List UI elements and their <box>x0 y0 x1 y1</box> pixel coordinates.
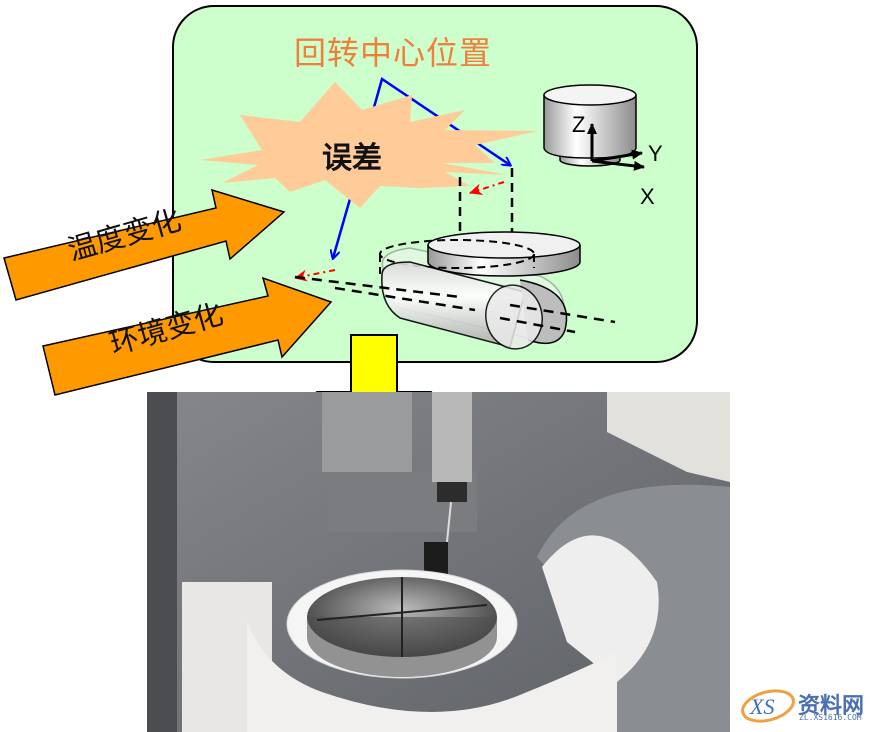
diagram-title: 回转中心位置 <box>294 34 493 72</box>
machine-photo <box>147 392 730 732</box>
environment-arrow <box>42 276 333 396</box>
temperature-arrow <box>3 188 286 301</box>
axis-y-label: Y <box>648 141 663 166</box>
coordinate-axes <box>587 123 645 171</box>
axis-x-label: X <box>640 184 655 209</box>
watermark: XS <box>738 684 868 728</box>
watermark-name: 资料网 <box>798 694 865 719</box>
rotary-table <box>379 231 581 277</box>
tilting-axis-tube <box>381 261 568 350</box>
axis-z-label: Z <box>572 112 586 137</box>
spindle-head <box>543 84 637 167</box>
error-label: 误差 <box>322 141 382 176</box>
watermark-url: ZL.XS1616.COM <box>799 713 862 722</box>
xs-logo-icon: XS <box>741 689 795 723</box>
error-burst <box>200 82 538 208</box>
svg-text:XS: XS <box>749 694 774 719</box>
